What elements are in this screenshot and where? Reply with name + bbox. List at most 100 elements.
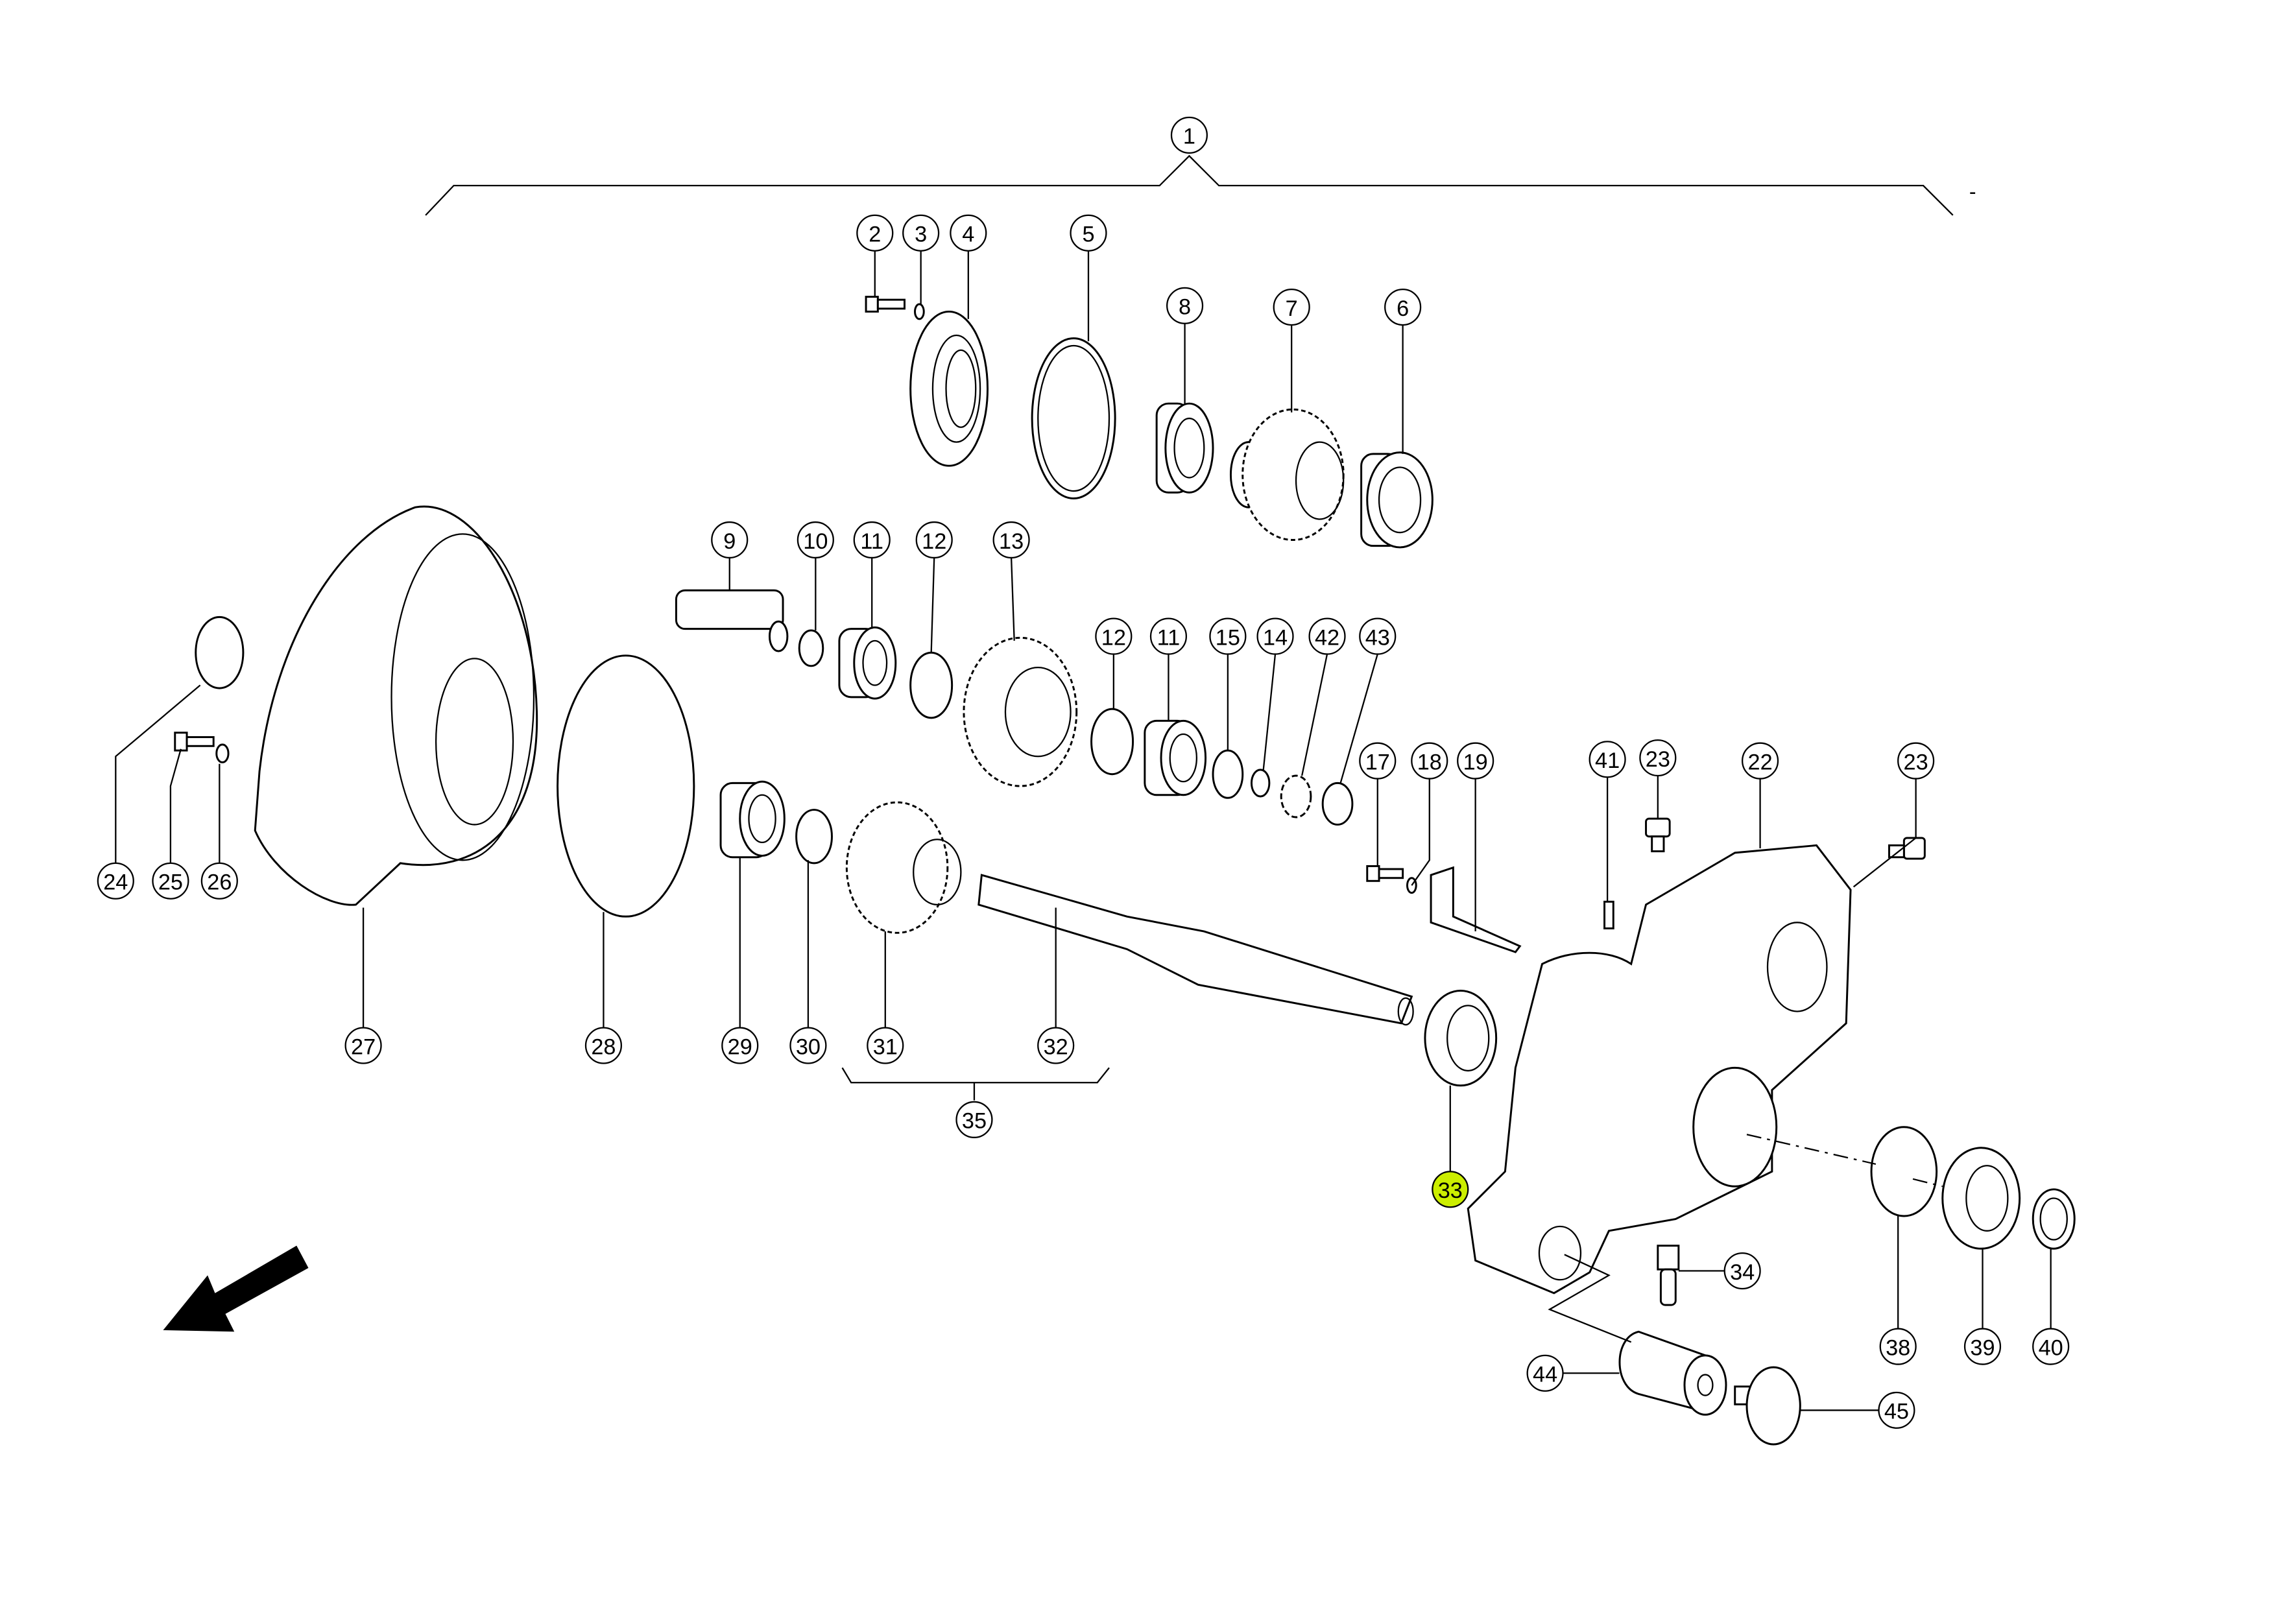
callout-circle[interactable] (1411, 742, 1448, 780)
callout-circle[interactable] (1359, 617, 1397, 655)
callout-2[interactable]: 2 (856, 214, 894, 252)
callout-11[interactable]: 11 (853, 521, 891, 559)
callout-circle[interactable] (1170, 116, 1208, 154)
callout-circle[interactable] (1166, 287, 1204, 324)
callout-35[interactable]: 35 (955, 1101, 993, 1138)
callout-circle[interactable] (1742, 742, 1779, 780)
callout-circle[interactable] (1209, 617, 1247, 655)
callout-27[interactable]: 27 (344, 1027, 382, 1064)
callout-33[interactable]: 33 (1432, 1171, 1469, 1208)
callout-45[interactable]: 45 (1878, 1391, 1915, 1429)
callout-circle[interactable] (1359, 742, 1397, 780)
callout-circle[interactable] (1149, 617, 1188, 655)
callout-14[interactable]: 14 (1256, 617, 1294, 655)
callout-23[interactable]: 23 (1897, 742, 1935, 780)
callout-24[interactable]: 24 (97, 862, 134, 900)
callout-42[interactable]: 42 (1308, 617, 1346, 655)
callout-circle[interactable] (789, 1027, 827, 1064)
cover-39 (1941, 1147, 2021, 1250)
callout-circle[interactable] (955, 1101, 993, 1138)
callout-25[interactable]: 25 (152, 862, 189, 900)
callout-circle[interactable] (97, 862, 134, 900)
callout-label: 5 (1082, 222, 1094, 247)
callout-15[interactable]: 15 (1209, 617, 1247, 655)
callout-12[interactable]: 12 (915, 521, 953, 559)
callout-circle[interactable] (1878, 1391, 1915, 1429)
callout-40[interactable]: 40 (2032, 1328, 2070, 1365)
callout-circle[interactable] (1308, 617, 1346, 655)
callout-label: 34 (1730, 1260, 1755, 1285)
callout-circle[interactable] (1963, 1328, 2002, 1365)
callout-circle[interactable] (1256, 617, 1294, 655)
callout-circle[interactable] (856, 214, 894, 252)
callout-label: 25 (158, 870, 183, 895)
callout-label: 29 (728, 1034, 752, 1059)
callout-13[interactable]: 13 (992, 521, 1030, 559)
callout-circle[interactable] (867, 1027, 904, 1064)
callout-circle[interactable] (1432, 1171, 1469, 1208)
callout-circle[interactable] (1384, 289, 1422, 326)
callout-12[interactable]: 12 (1095, 617, 1133, 655)
callout-label: 43 (1365, 625, 1390, 650)
callout-circle[interactable] (711, 521, 749, 559)
callout-circle[interactable] (152, 862, 189, 900)
callout-circle[interactable] (1070, 214, 1107, 252)
callout-circle[interactable] (1723, 1252, 1761, 1290)
callout-34[interactable]: 34 (1723, 1252, 1761, 1290)
callout-6[interactable]: 6 (1384, 289, 1422, 326)
callout-31[interactable]: 31 (867, 1027, 904, 1064)
callout-circle[interactable] (2032, 1328, 2070, 1365)
callout-44[interactable]: 44 (1526, 1354, 1564, 1392)
callout-circle[interactable] (721, 1027, 759, 1064)
callout-circle[interactable] (902, 214, 940, 252)
callout-circle[interactable] (1897, 742, 1935, 780)
callout-11[interactable]: 11 (1149, 617, 1188, 655)
callout-26[interactable]: 26 (200, 862, 238, 900)
callout-39[interactable]: 39 (1963, 1328, 2002, 1365)
callout-28[interactable]: 28 (584, 1027, 623, 1064)
callout-circle[interactable] (1526, 1354, 1564, 1392)
leader-line (115, 684, 201, 863)
callout-29[interactable]: 29 (721, 1027, 759, 1064)
callout-3[interactable]: 3 (902, 214, 940, 252)
callout-circle[interactable] (1589, 741, 1626, 778)
callout-circle[interactable] (915, 521, 953, 559)
callout-circle[interactable] (853, 521, 891, 559)
callout-23[interactable]: 23 (1639, 739, 1677, 777)
assembly-bracket-35 (841, 1067, 1110, 1101)
callout-circle[interactable] (344, 1027, 382, 1064)
callout-circle[interactable] (1639, 739, 1677, 777)
callout-label: 23 (1904, 750, 1928, 774)
callout-circle[interactable] (1457, 742, 1494, 780)
callout-circle[interactable] (1095, 617, 1133, 655)
callout-7[interactable]: 7 (1273, 289, 1310, 326)
callout-43[interactable]: 43 (1359, 617, 1397, 655)
callout-30[interactable]: 30 (789, 1027, 827, 1064)
callout-41[interactable]: 41 (1589, 741, 1626, 778)
dash-line-44 (1548, 1254, 1632, 1343)
callout-10[interactable]: 10 (797, 521, 834, 559)
dash-line (1746, 1134, 1943, 1188)
callout-circle[interactable] (1037, 1027, 1075, 1064)
callout-38[interactable]: 38 (1879, 1328, 1917, 1365)
callout-9[interactable]: 9 (711, 521, 749, 559)
callout-8[interactable]: 8 (1166, 287, 1204, 324)
callout-22[interactable]: 22 (1742, 742, 1779, 780)
callout-17[interactable]: 17 (1359, 742, 1397, 780)
bolt-17 (1366, 865, 1404, 882)
callout-circle[interactable] (992, 521, 1030, 559)
callout-18[interactable]: 18 (1411, 742, 1448, 780)
callout-19[interactable]: 19 (1457, 742, 1494, 780)
callout-circle[interactable] (1879, 1328, 1917, 1365)
callout-4[interactable]: 4 (950, 214, 987, 252)
callout-circle[interactable] (584, 1027, 623, 1064)
callout-32[interactable]: 32 (1037, 1027, 1075, 1064)
callout-5[interactable]: 5 (1070, 214, 1107, 252)
callout-circle[interactable] (950, 214, 987, 252)
callout-circle[interactable] (797, 521, 834, 559)
callout-circle[interactable] (1273, 289, 1310, 326)
leader-line (1411, 778, 1430, 886)
callout-circle[interactable] (200, 862, 238, 900)
callout-1[interactable]: 1 (1170, 116, 1208, 154)
fitting-34 (1657, 1245, 1680, 1306)
